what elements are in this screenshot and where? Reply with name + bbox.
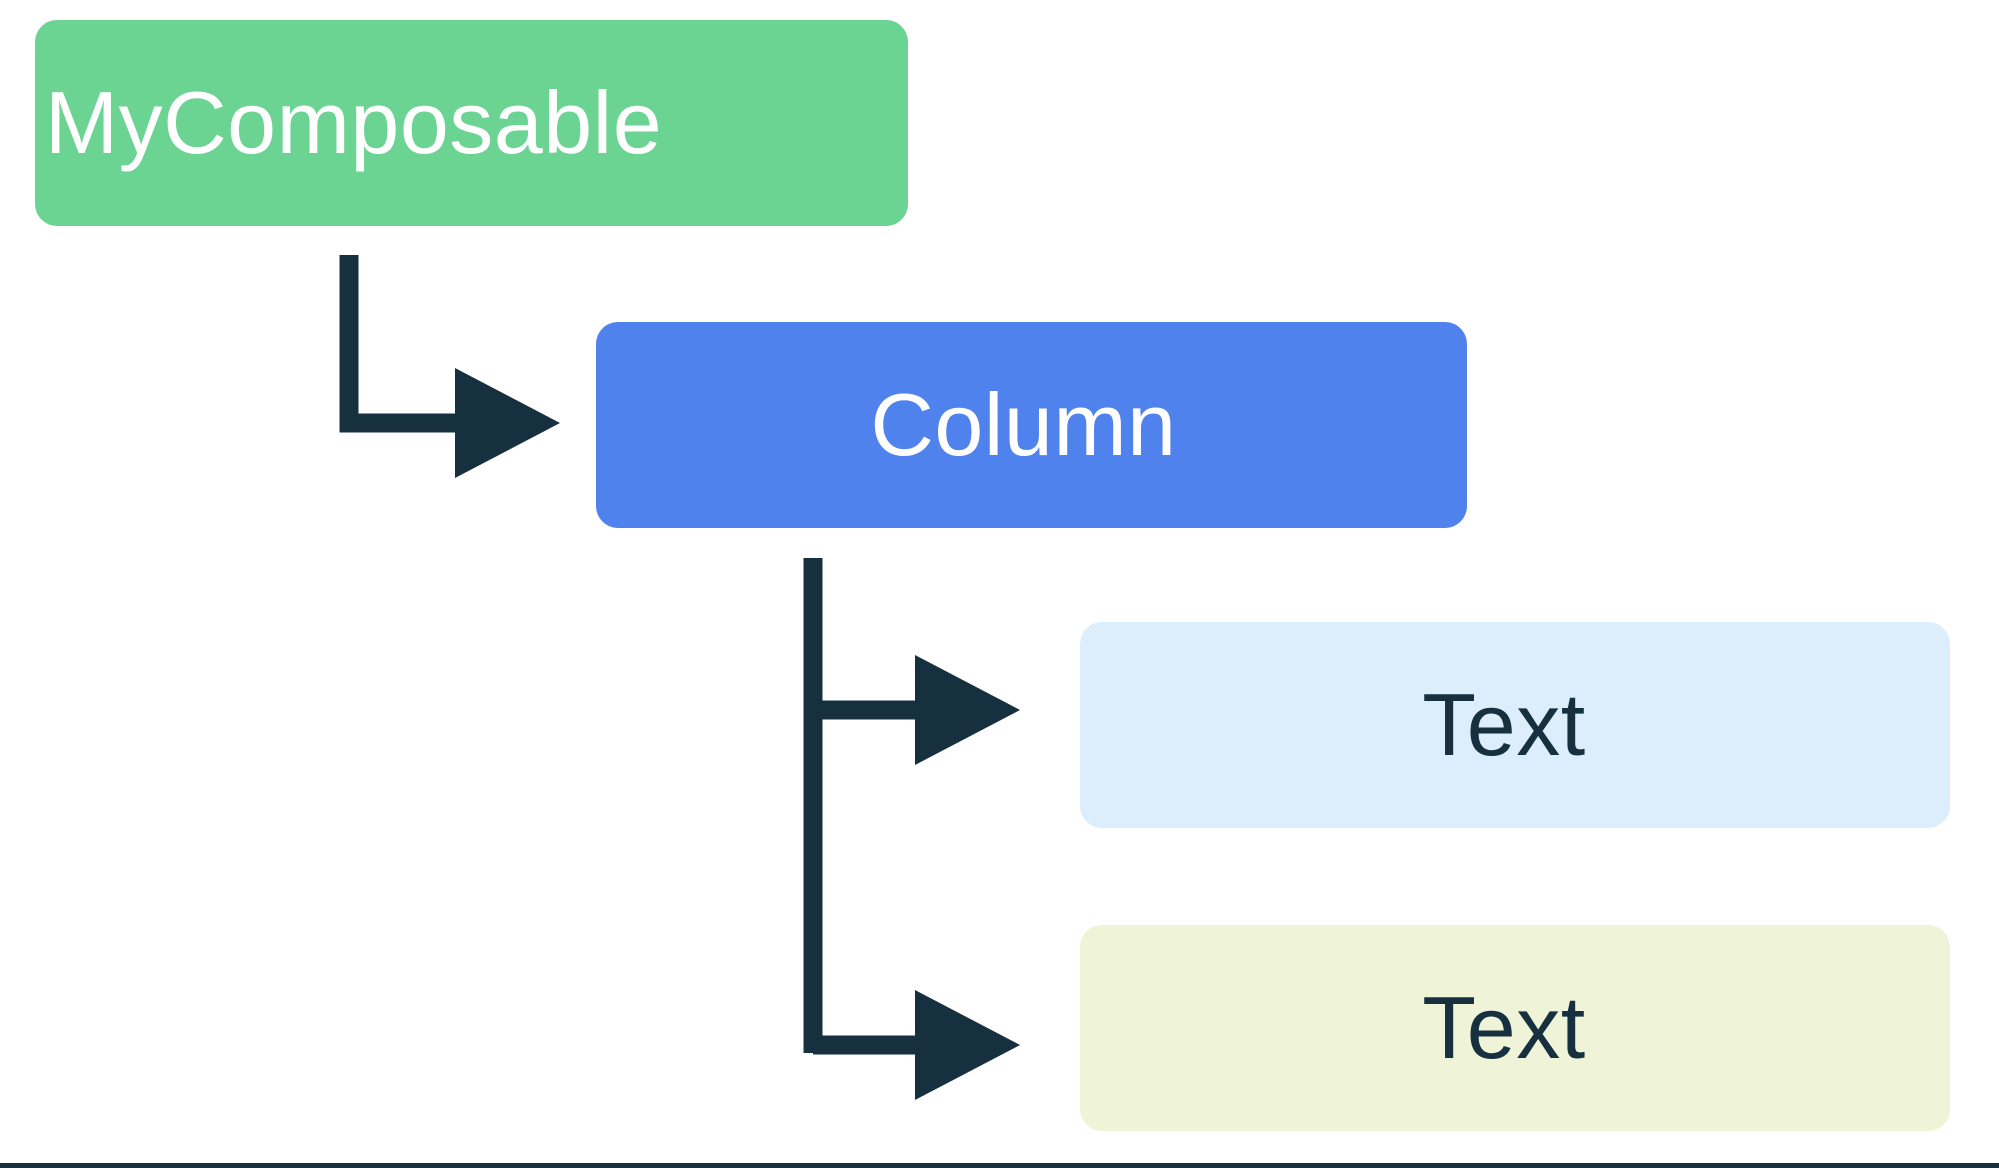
bottom-divider bbox=[0, 1163, 1999, 1168]
node-text-second-label: Text bbox=[1422, 978, 1586, 1077]
edge-mycomposable-to-column bbox=[339, 255, 560, 478]
node-text-first-label: Text bbox=[1422, 675, 1586, 774]
edge-column-to-texts bbox=[803, 558, 1020, 1100]
node-column[interactable]: Column bbox=[596, 322, 1467, 528]
node-mycomposable-label: MyComposable bbox=[44, 73, 663, 172]
node-text-second[interactable]: Text bbox=[1080, 925, 1950, 1131]
node-column-label: Column bbox=[870, 375, 1177, 474]
node-text-first[interactable]: Text bbox=[1080, 622, 1950, 828]
node-mycomposable[interactable]: MyComposable bbox=[35, 20, 908, 226]
